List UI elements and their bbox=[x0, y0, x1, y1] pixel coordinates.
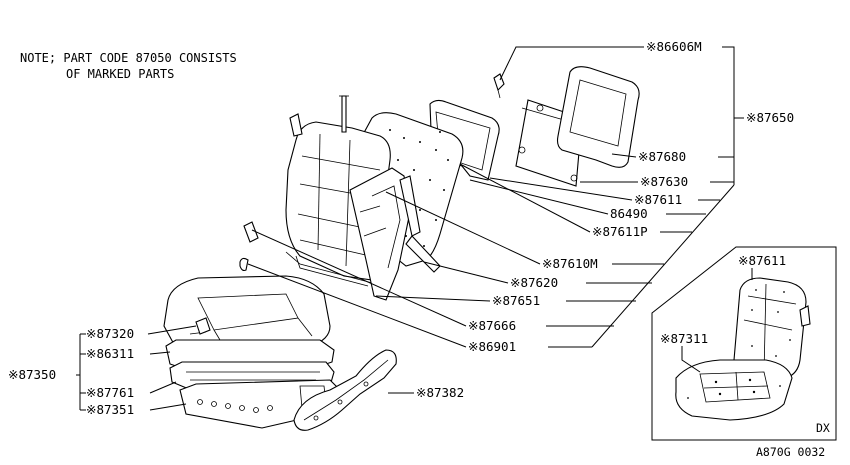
callout-87666: ※87666 bbox=[468, 318, 516, 333]
headrest-cover-part bbox=[556, 66, 640, 168]
inset-variant-label: DX bbox=[816, 421, 830, 435]
callout-87611P: ※87611P bbox=[592, 224, 648, 239]
note-line-2: OF MARKED PARTS bbox=[66, 67, 174, 81]
clip-part bbox=[493, 73, 505, 99]
guide-pin-part bbox=[339, 95, 349, 133]
recliner-lever-part bbox=[399, 175, 441, 273]
callout-87351: ※87351 bbox=[86, 402, 134, 417]
leader-lines bbox=[76, 46, 744, 411]
callout-87620: ※87620 bbox=[510, 275, 558, 290]
note-line-1: NOTE; PART CODE 87050 CONSISTS bbox=[20, 51, 237, 65]
callout-87610M: ※87610M bbox=[542, 256, 598, 271]
inset-seatback-part bbox=[733, 277, 811, 381]
inset-callout-87311: ※87311 bbox=[660, 331, 708, 346]
callout-87320: ※87320 bbox=[86, 326, 134, 341]
side-finisher-part bbox=[293, 349, 397, 431]
callout-87651: ※87651 bbox=[492, 293, 540, 308]
callout-87350: ※87350 bbox=[8, 367, 56, 382]
callout-87650: ※87650 bbox=[746, 110, 794, 125]
dx-inset: ※87611 ※87311 DX bbox=[651, 246, 837, 441]
callout-87630: ※87630 bbox=[640, 174, 688, 189]
inset-callout-87611: ※87611 bbox=[738, 253, 786, 268]
callout-87611: ※87611 bbox=[634, 192, 682, 207]
callout-87761: ※87761 bbox=[86, 385, 134, 400]
callout-86901: ※86901 bbox=[468, 339, 516, 354]
seatback-frame-part bbox=[349, 167, 411, 301]
figure-code: A870G 0032 bbox=[756, 445, 825, 459]
callout-86490: 86490 bbox=[610, 206, 648, 221]
inset-cushion-part bbox=[675, 359, 793, 421]
seat-cushion-cover-part bbox=[163, 275, 331, 360]
callout-86311: ※86311 bbox=[86, 346, 134, 361]
callout-87382: ※87382 bbox=[416, 385, 464, 400]
trim-piece-part bbox=[239, 113, 303, 272]
callout-86606M: ※86606M bbox=[646, 39, 702, 54]
callout-87680: ※87680 bbox=[638, 149, 686, 164]
